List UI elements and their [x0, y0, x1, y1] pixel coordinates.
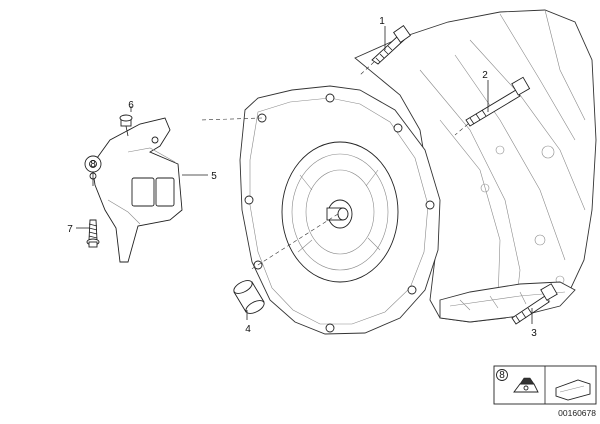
callout-labels: 1 2 3 4 5 6 7 8 8 — [67, 16, 537, 381]
callout-4: 4 — [245, 324, 251, 335]
callout-5: 5 — [211, 171, 217, 182]
bolt-2 — [454, 76, 531, 136]
callout-3: 3 — [531, 328, 537, 339]
legend-box — [493, 365, 597, 405]
bolt-3 — [511, 283, 558, 325]
bell-housing — [199, 85, 441, 335]
bracket-5 — [89, 117, 208, 263]
legend-callout-circle — [496, 369, 508, 381]
callout-7: 7 — [67, 224, 73, 235]
callout-2: 2 — [482, 70, 488, 81]
bolt-1 — [359, 25, 411, 76]
screw-7 — [76, 219, 100, 248]
legend-callout-8: 8 — [499, 370, 505, 381]
bolt-6 — [119, 106, 133, 137]
callout-1: 1 — [379, 16, 385, 27]
callout-6: 6 — [128, 100, 134, 111]
nut-8 — [84, 155, 102, 186]
sleeve-4 — [233, 280, 265, 320]
drawing-number: 00160678 — [558, 408, 596, 418]
callout-8: 8 — [90, 159, 96, 170]
